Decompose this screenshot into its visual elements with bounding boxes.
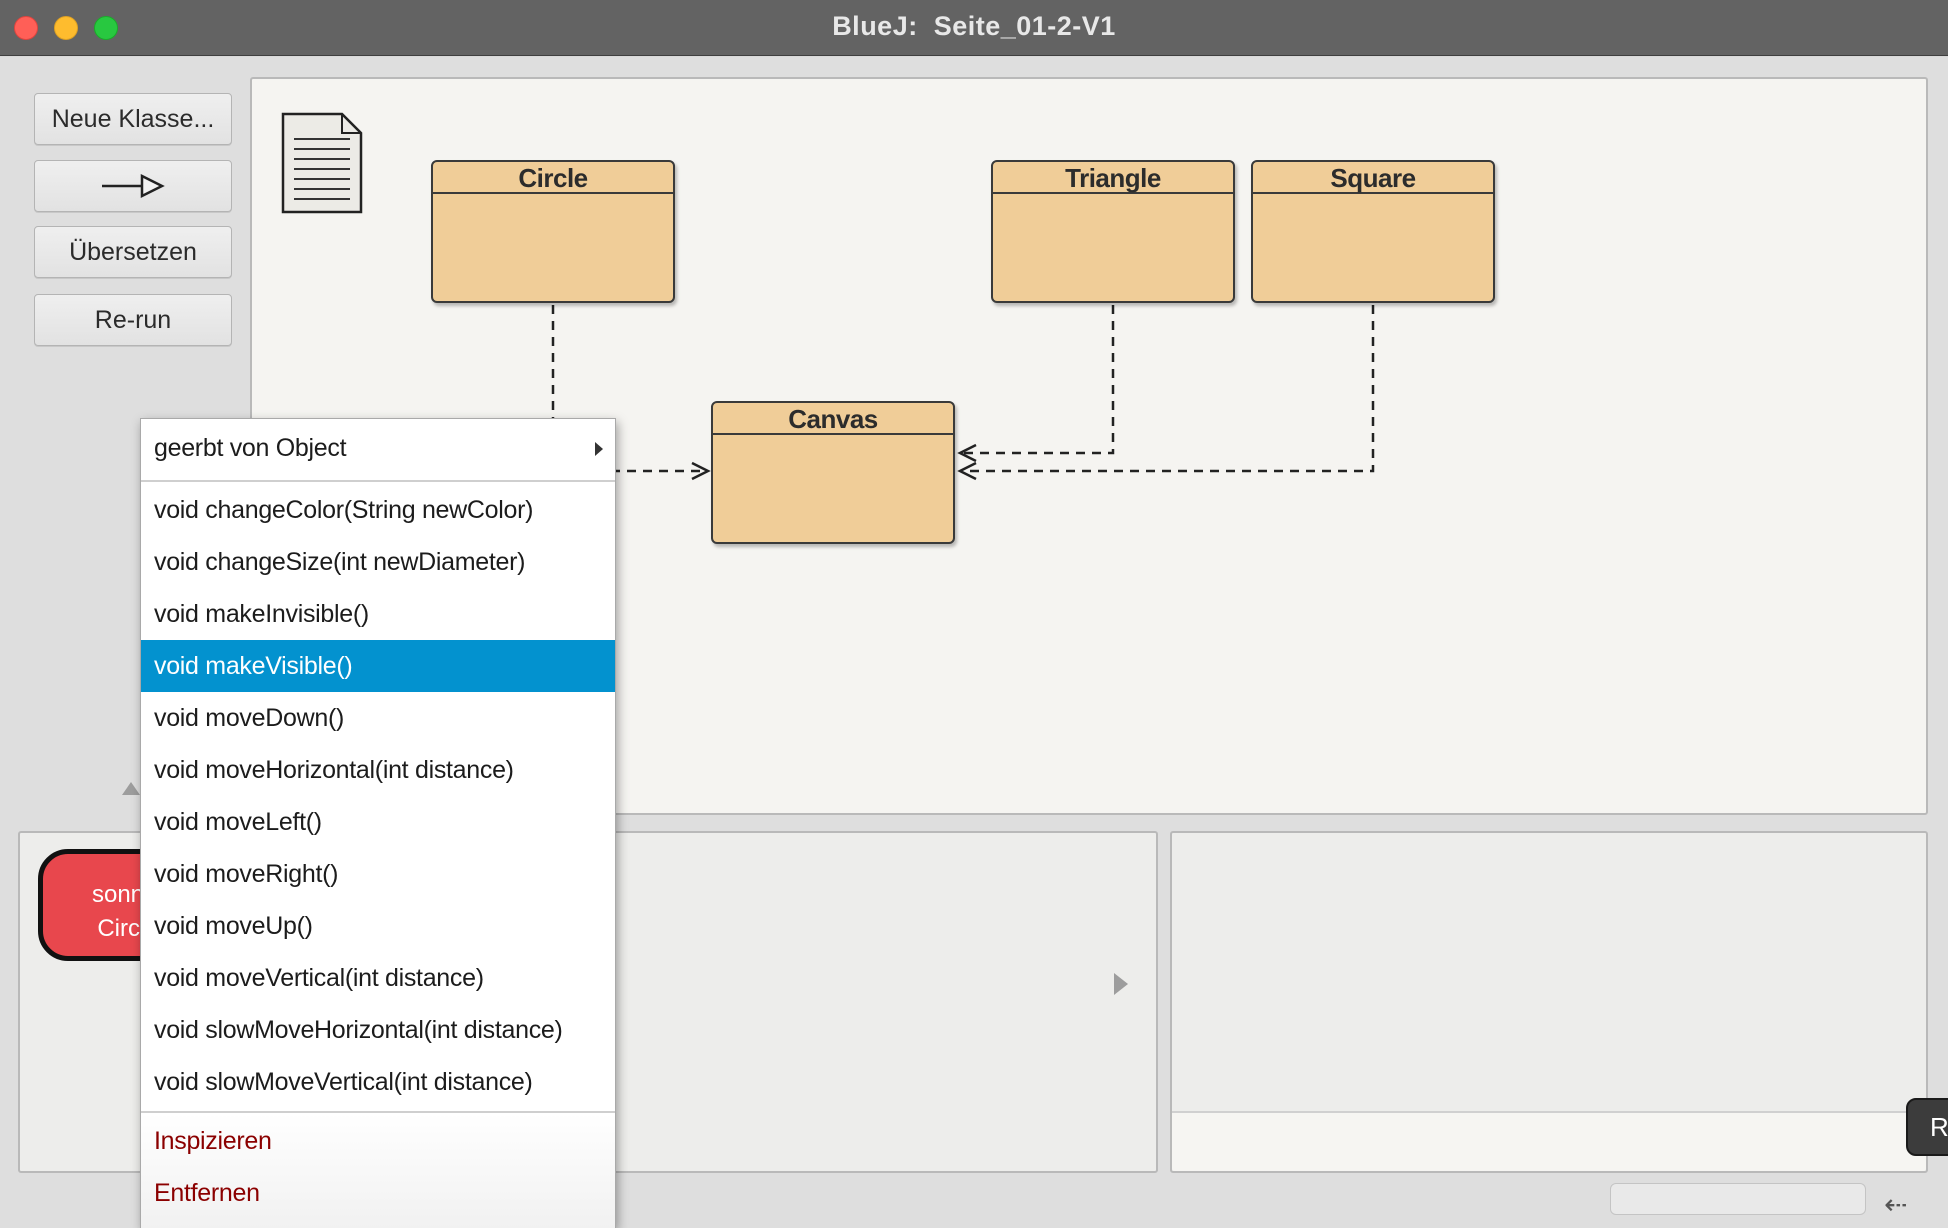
minimize-window-button[interactable]	[54, 16, 78, 40]
undo-arrow-icon: ⇠	[1884, 1189, 1908, 1220]
class-name: Circle	[433, 162, 673, 194]
corner-run-button[interactable]: R	[1906, 1098, 1948, 1156]
menu-item-move-left[interactable]: void moveLeft()	[154, 808, 322, 836]
status-progress-bar	[1610, 1183, 1866, 1215]
menu-item-remove[interactable]: Entfernen	[154, 1179, 260, 1207]
menu-item-inspect[interactable]: Inspizieren	[154, 1127, 272, 1155]
menu-item-change-color[interactable]: void changeColor(String newColor)	[154, 496, 534, 524]
class-name: Square	[1253, 162, 1493, 194]
zoom-window-button[interactable]	[94, 16, 118, 40]
menu-item-move-horizontal[interactable]: void moveHorizontal(int distance)	[154, 756, 514, 784]
menu-item-move-right[interactable]: void moveRight()	[154, 860, 339, 888]
menu-item-slow-move-vertical[interactable]: void slowMoveVertical(int distance)	[154, 1068, 533, 1096]
menu-separator	[141, 1111, 615, 1113]
submenu-arrow-icon	[595, 442, 603, 456]
close-window-button[interactable]	[14, 16, 38, 40]
class-circle[interactable]: Circle	[431, 160, 675, 303]
menu-item-move-down[interactable]: void moveDown()	[154, 704, 345, 732]
menu-item-make-visible[interactable]: void makeVisible()	[141, 640, 615, 692]
class-canvas[interactable]: Canvas	[711, 401, 955, 544]
menu-item-make-invisible[interactable]: void makeInvisible()	[154, 600, 369, 628]
new-inheritance-arrow-button[interactable]	[34, 160, 232, 212]
collapse-arrow-icon[interactable]	[122, 782, 140, 795]
object-context-menu: geerbt von Object void changeColor(Strin…	[140, 418, 616, 1228]
class-square[interactable]: Square	[1251, 160, 1495, 303]
menu-item-move-vertical[interactable]: void moveVertical(int distance)	[154, 964, 484, 992]
inheritance-arrow-icon	[102, 173, 165, 199]
class-name: Triangle	[993, 162, 1233, 194]
menu-item-move-up[interactable]: void moveUp()	[154, 912, 313, 940]
menu-item-label: geerbt von Object	[154, 434, 347, 462]
compile-button[interactable]: Übersetzen	[34, 226, 232, 278]
class-name: Canvas	[713, 403, 953, 435]
menu-item-change-size[interactable]: void changeSize(int newDiameter)	[154, 548, 526, 576]
bench-scroll-right-icon[interactable]	[1114, 973, 1128, 995]
readme-document-icon[interactable]	[280, 111, 364, 215]
menu-item-inherited-from-object[interactable]: geerbt von Object	[141, 422, 615, 474]
title-bar: BlueJ: Seite_01-2-V1	[0, 0, 1948, 56]
codepad-input[interactable]	[1172, 1111, 1926, 1171]
class-triangle[interactable]: Triangle	[991, 160, 1235, 303]
new-class-button[interactable]: Neue Klasse...	[34, 93, 232, 145]
menu-actions-section	[141, 1113, 615, 1228]
menu-item-slow-move-horizontal[interactable]: void slowMoveHorizontal(int distance)	[154, 1016, 563, 1044]
menu-separator	[141, 480, 615, 482]
window-title: BlueJ: Seite_01-2-V1	[832, 11, 1116, 41]
rerun-button[interactable]: Re-run	[34, 294, 232, 346]
